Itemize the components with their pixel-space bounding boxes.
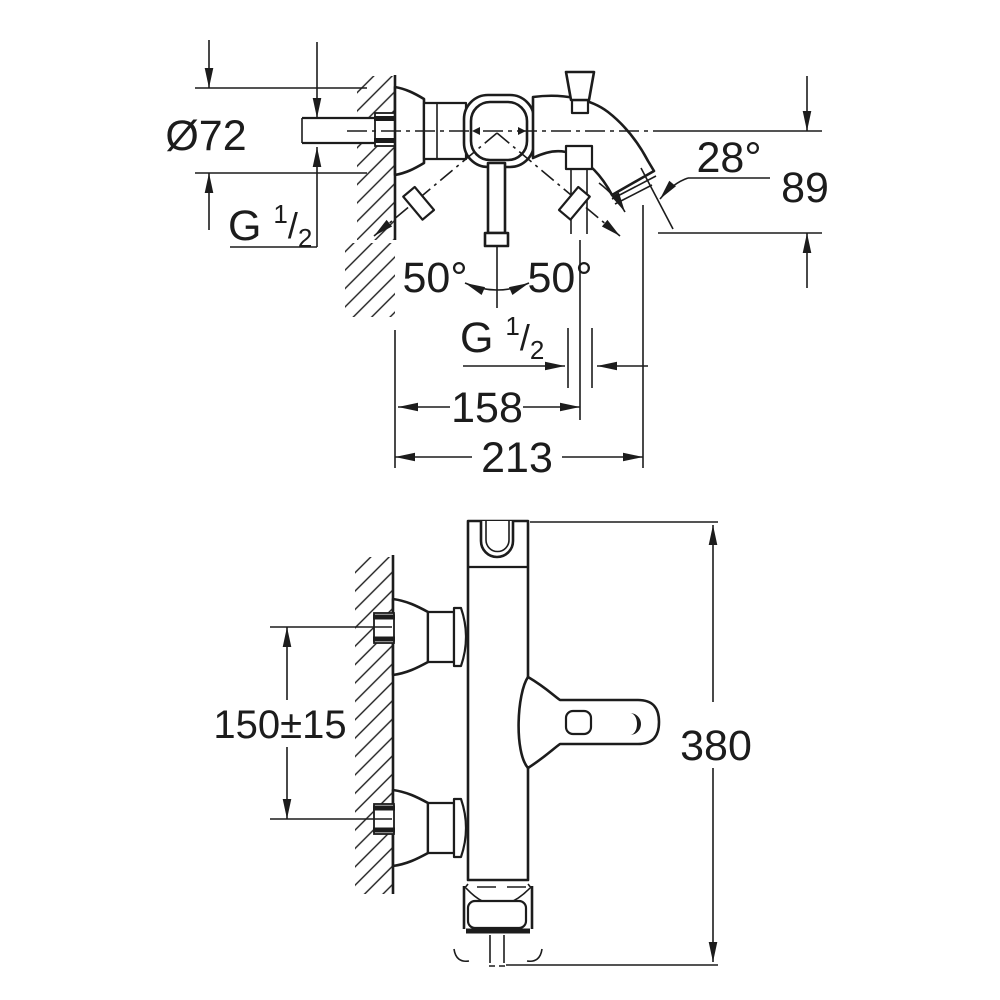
dim-escutcheon-diameter: Ø72 — [165, 40, 367, 230]
wall-hatching-front-view — [355, 555, 395, 894]
bottom-outlet — [453, 883, 543, 967]
dim-label-escutcheon-diameter: Ø72 — [165, 112, 246, 160]
handle-marking — [630, 713, 641, 735]
dim-label-lever-angle-left: 50° — [402, 254, 467, 302]
spout-axis-line — [640, 167, 674, 230]
dim-label-inlet-spacing: 150±15 — [213, 703, 346, 747]
spout — [531, 94, 674, 230]
dim-label-lever-angle-right: 50° — [527, 254, 592, 302]
dim-wall-to-hose: 158 — [394, 330, 580, 468]
dim-label-spout-height: 89 — [781, 164, 829, 212]
lower-connection — [373, 788, 468, 868]
center-tick-right — [518, 127, 526, 135]
inlet-pipe — [301, 112, 396, 147]
dim-label-spout-angle: 28° — [696, 134, 761, 182]
mixer-body-front — [466, 519, 530, 882]
wall-hatching-top-view — [345, 75, 397, 317]
dim-label-hose-thread: G 1/2 — [460, 311, 544, 365]
center-tick-left — [472, 127, 480, 135]
spout-swivel-arc — [598, 182, 626, 213]
dim-total-height: 380 — [506, 521, 752, 966]
dim-label-wall-to-spout-tip: 213 — [481, 434, 553, 482]
lever-handle — [483, 161, 510, 308]
dim-wall-to-spout-tip: 213 — [395, 205, 644, 482]
diverter-knob — [564, 70, 596, 115]
front-view-drawing: 150±15 380 — [213, 519, 752, 967]
lever-swing-range — [373, 132, 626, 295]
dim-label-inlet-thread: G 1/2 — [228, 199, 312, 253]
dim-label-wall-to-hose: 158 — [451, 384, 523, 432]
top-view-drawing: Ø72 G 1/2 50° 50° 28° 89 — [165, 40, 829, 482]
dim-hose-thread: G 1/2 — [460, 240, 648, 420]
dim-inlet-thread: G 1/2 — [228, 42, 322, 253]
dim-inlet-spacing: 150±15 — [213, 626, 392, 820]
dim-spout-height: 89 — [658, 76, 829, 288]
dim-spout-angle: 28° — [659, 134, 770, 200]
upper-connection — [373, 597, 468, 677]
dim-label-total-height: 380 — [680, 722, 752, 770]
rotation-arc — [464, 282, 530, 295]
handle-front — [517, 675, 661, 770]
